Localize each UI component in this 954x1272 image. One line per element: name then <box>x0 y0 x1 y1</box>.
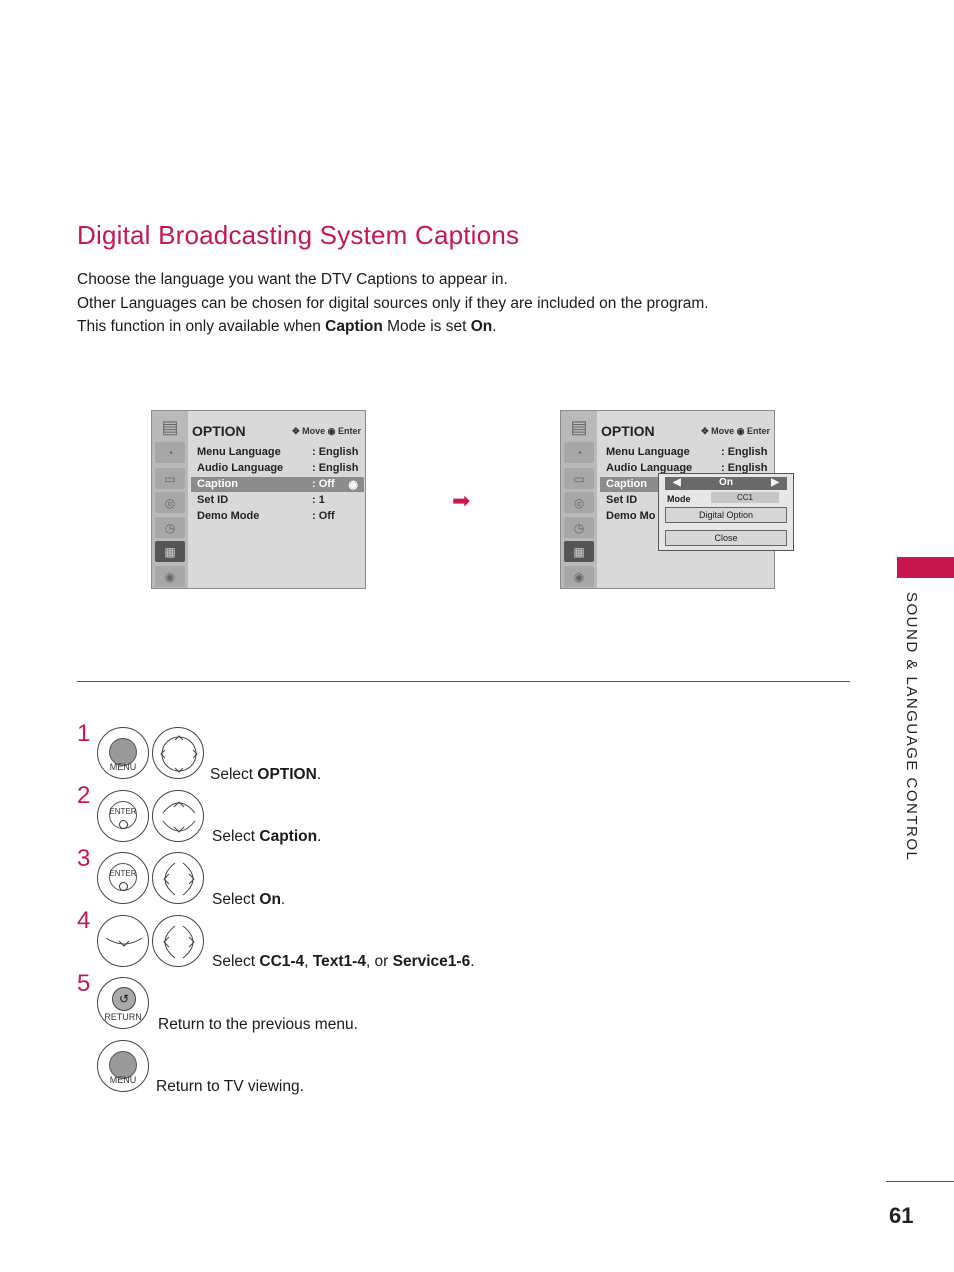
move-arrows-icon: ✥ <box>701 426 712 436</box>
menu-nav-hint: ✥ Move ◉ Enter <box>292 426 361 436</box>
audio-icon: ◎ <box>564 492 594 513</box>
intro-line-2: Other Languages can be chosen for digita… <box>77 294 709 312</box>
mode-label: Mode <box>667 494 691 504</box>
menu-row: Menu Language: English <box>197 446 359 458</box>
right-arrow-icon: ➡ <box>452 488 471 513</box>
menu-header: OPTION <box>192 423 246 439</box>
menu-header: OPTION <box>601 423 655 439</box>
step-number: 3 <box>77 845 91 872</box>
time-icon: ◷ <box>155 517 185 538</box>
digital-option-button[interactable]: Digital Option <box>665 507 787 523</box>
section-divider <box>77 681 850 682</box>
nav-pad-left-right-icon <box>152 852 204 904</box>
menu-screen-before: ▤ ◔ ▭ ◎ ◷ ▦ ◉ OPTION ✥ Move ◉ Enter Menu… <box>151 410 366 589</box>
nav-pad-left-right-icon <box>152 915 204 967</box>
step-number: 4 <box>77 907 91 934</box>
return-button: ↺ RETURN <box>97 977 149 1029</box>
menu-row: Audio Language: English <box>606 462 768 474</box>
picture-icon: ▭ <box>564 468 594 489</box>
nav-pad-down-icon <box>97 915 149 967</box>
lock-icon: ◉ <box>155 566 185 587</box>
option-icon: ▦ <box>155 541 185 562</box>
caption-on-selector[interactable]: ◀ On ▶ <box>665 477 787 490</box>
mode-value[interactable]: CC1 <box>711 492 779 503</box>
time-icon: ◷ <box>564 517 594 538</box>
lock-icon: ◉ <box>564 566 594 587</box>
step-number: 2 <box>77 782 91 809</box>
close-button[interactable]: Close <box>665 530 787 546</box>
menu-category-rail: ▤ ◔ ▭ ◎ ◷ ▦ ◉ <box>152 411 188 588</box>
page-number-rule <box>886 1181 954 1182</box>
step-text: Return to the previous menu. <box>158 1016 358 1033</box>
page-title: Digital Broadcasting System Captions <box>77 220 520 250</box>
left-triangle-icon: ◀ <box>673 477 681 488</box>
nav-pad-all-icon <box>152 727 204 779</box>
step-text: Select Caption. <box>212 828 322 845</box>
option-icon: ▦ <box>564 541 594 562</box>
step-number: 1 <box>77 720 91 747</box>
step-text: Return to TV viewing. <box>156 1078 304 1095</box>
menu-row: Set ID <box>606 494 638 506</box>
intro-text: Choose the language you want the DTV Cap… <box>77 268 709 339</box>
enter-button: ENTER <box>97 790 149 842</box>
step-number: 5 <box>77 970 91 997</box>
picture-icon: ▭ <box>155 468 185 489</box>
nav-pad-up-down-icon <box>152 790 204 842</box>
step-text: Select CC1-4, Text1-4, or Service1-6. <box>212 953 475 970</box>
return-arrow-icon: ↺ <box>112 987 136 1011</box>
section-tab <box>897 557 954 578</box>
option-toolbox-icon: ▤ <box>161 416 179 437</box>
option-toolbox-icon: ▤ <box>570 416 588 437</box>
setup-icon: ◔ <box>155 442 185 463</box>
menu-row-selected: Caption <box>600 477 660 492</box>
intro-line-3: This function in only available when Cap… <box>77 318 497 335</box>
menu-category-rail: ▤ ◔ ▭ ◎ ◷ ▦ ◉ <box>561 411 597 588</box>
menu-row: Audio Language: English <box>197 462 359 474</box>
step-text: Select On. <box>212 891 286 908</box>
page-number: 61 <box>889 1203 914 1228</box>
menu-row: Demo Mode: Off <box>197 510 335 522</box>
menu-screen-after: ▤ ◔ ▭ ◎ ◷ ▦ ◉ OPTION ✥ Move ◉ Enter Menu… <box>560 410 794 589</box>
enter-indicator-icon: ◉ <box>348 479 358 491</box>
menu-button: MENU <box>97 1040 149 1092</box>
menu-nav-hint: ✥ Move ◉ Enter <box>701 426 770 436</box>
menu-row-selected: Caption: Off◉ <box>191 477 364 492</box>
audio-icon: ◎ <box>155 492 185 513</box>
right-triangle-icon: ▶ <box>771 477 779 488</box>
step-text: Select OPTION. <box>210 766 322 783</box>
menu-button: MENU <box>97 727 149 779</box>
menu-row: Menu Language: English <box>606 446 768 458</box>
caption-popup: ◀ On ▶ Mode CC1 Digital Option Close <box>658 473 794 551</box>
move-arrows-icon: ✥ <box>292 426 303 436</box>
section-label: SOUND & LANGUAGE CONTROL <box>903 592 920 862</box>
intro-line-1: Choose the language you want the DTV Cap… <box>77 271 508 288</box>
setup-icon: ◔ <box>564 442 594 463</box>
enter-button: ENTER <box>97 852 149 904</box>
menu-row: Set ID: 1 <box>197 494 325 506</box>
menu-row: Demo Mo <box>606 510 656 522</box>
